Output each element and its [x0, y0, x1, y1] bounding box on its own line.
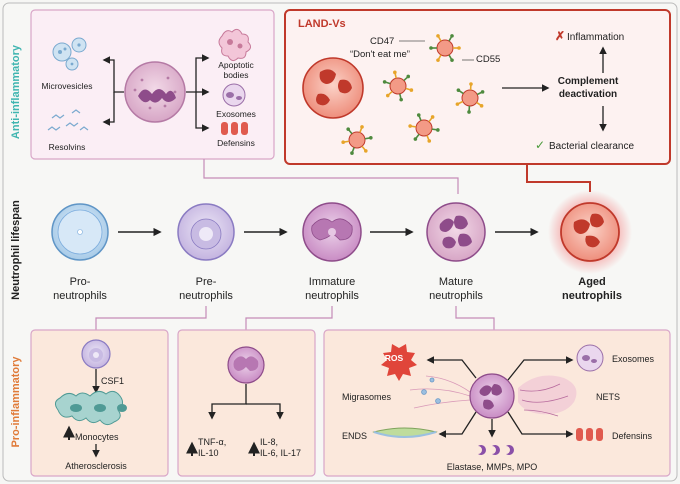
dont-eat-me-label: “Don't eat me” [350, 49, 410, 60]
il8-label-1: IL-8, [260, 437, 278, 447]
land-v-vesicle-icon [341, 125, 373, 155]
immature-connector [245, 306, 333, 330]
ends-icon [372, 427, 438, 438]
exosomes-label: Exosomes [216, 109, 256, 119]
cd47-label: CD47 [370, 36, 394, 47]
ends-label: ENDS [342, 431, 367, 441]
pro-neutrophil-icon [51, 203, 109, 261]
defensins-effector-label: Defensins [612, 431, 653, 441]
stage-label-3b: neutrophils [305, 290, 359, 302]
exosomes-effector-icon [576, 344, 604, 372]
stage-label-2a: Pre- [196, 276, 217, 288]
tnf-label-2: IL-10 [198, 448, 219, 458]
resolvins-label: Resolvins [49, 142, 86, 152]
defensins-icon [221, 122, 248, 135]
immature-neutrophil-small-icon [227, 346, 265, 384]
mature-connector [455, 306, 495, 330]
nets-label: NETS [596, 392, 620, 402]
defensins-label: Defensins [217, 138, 255, 148]
microvesicles-icon [52, 37, 87, 71]
stage-label-3a: Immature [309, 276, 355, 288]
stage-label-1b: neutrophils [53, 290, 107, 302]
pro-panel-cytokines: TNF-α, IL-10 IL-8, IL-6, IL-17 [177, 329, 316, 477]
elastase-icon [478, 444, 514, 455]
tnf-label-1: TNF-α, [198, 437, 226, 447]
stage-label-2b: neutrophils [179, 290, 233, 302]
stage-label-5a: Aged [578, 276, 606, 288]
stage-label-4a: Mature [439, 276, 473, 288]
bacterial-clearance-label: Bacterial clearance [549, 141, 634, 152]
aged-neutrophil-icon [548, 190, 632, 274]
lifespan-row: Pro- neutrophils Pre- neutrophils Immatu… [51, 190, 632, 302]
immature-neutrophil-icon [302, 202, 362, 262]
apoptotic-bodies-label-2: bodies [223, 70, 248, 80]
anti-inflammatory-label: Anti-inflammatory [10, 44, 22, 139]
nets-icon [518, 375, 577, 417]
land-v-vesicle-icon [382, 70, 414, 102]
complement-label-1: Complement [558, 76, 619, 87]
land-v-vesicle-icon [429, 34, 461, 62]
land-v-vesicles [341, 34, 485, 155]
anti-inflammatory-panel: Microvesicles Resolvins Apoptotic bodies… [30, 9, 275, 160]
cd55-label: CD55 [476, 54, 500, 65]
complement-label-2: deactivation [559, 89, 617, 100]
mature-neutrophil-icon [426, 202, 486, 262]
migrasomes-icon [409, 375, 471, 409]
defensins-effector-icon [576, 428, 603, 441]
migrasomes-label: Migrasomes [342, 392, 392, 402]
apoptotic-bodies-label-1: Apoptotic [218, 60, 254, 70]
stage-label-5b: neutrophils [562, 290, 622, 302]
ros-icon [381, 342, 417, 381]
resolvins-icon [47, 109, 89, 131]
pre-neutrophil-small-icon [81, 339, 111, 369]
exosomes-effector-label: Exosomes [612, 354, 655, 364]
land-v-vesicle-icon [455, 82, 485, 114]
pro-panel-effectors: ROS Exosomes Migrasomes NETS ENDS Elasta… [323, 329, 671, 477]
stage-label-1a: Pro- [70, 276, 91, 288]
land-vs-connector [526, 164, 591, 192]
csf1-label: CSF1 [101, 376, 124, 386]
microvesicles-label: Microvesicles [41, 81, 92, 91]
land-vs-panel: LAND-Vs CD47 “Don't eat me” CD55 Complem… [284, 9, 671, 165]
exosomes-icon [222, 83, 246, 107]
pro-panel-monocytes: CSF1 Monocytes Atherosclerosis [30, 329, 169, 477]
land-v-vesicle-icon [408, 113, 440, 143]
inflammation-label: Inflammation [567, 32, 624, 43]
ros-label: ROS [385, 353, 404, 363]
effector-neutrophil-icon [469, 373, 515, 419]
land-vs-title: LAND-Vs [298, 18, 346, 30]
atherosclerosis-label: Atherosclerosis [65, 461, 127, 471]
monocytes-label: Monocytes [75, 432, 119, 442]
land-v-parent-cell-icon [302, 57, 364, 119]
monocytes-icon [54, 390, 127, 426]
anti-panel-connector [203, 159, 459, 194]
neutrophil-lifespan-label: Neutrophil lifespan [10, 200, 22, 300]
pro-inflammatory-label: Pro-inflammatory [10, 356, 22, 448]
stage-label-4b: neutrophils [429, 290, 483, 302]
x-mark-icon: ✗ [555, 29, 565, 43]
pre-neutrophil-icon [177, 203, 235, 261]
il8-label-2: IL-6, IL-17 [260, 448, 301, 458]
central-neutrophil-icon [124, 61, 186, 123]
pre-connector [95, 306, 207, 330]
apoptotic-bodies-icon [218, 28, 252, 62]
check-mark-icon: ✓ [535, 138, 545, 152]
elastase-label: Elastase, MMPs, MPO [447, 462, 538, 472]
